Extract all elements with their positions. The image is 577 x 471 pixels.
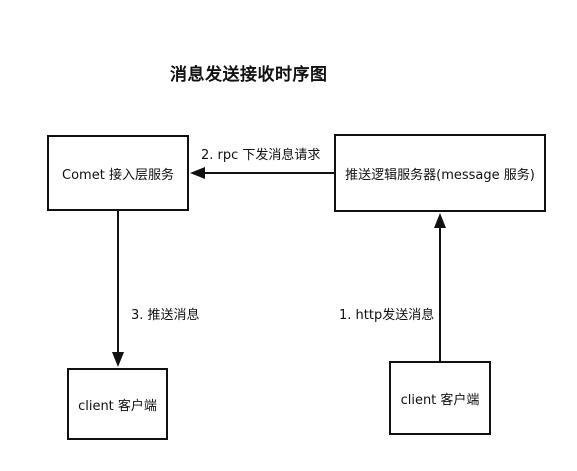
client-label-left: client 客户端 bbox=[78, 398, 157, 414]
client-box-right[interactable]: client 客户端 bbox=[389, 361, 491, 435]
http-edge-label: 1. http发送消息 bbox=[339, 308, 435, 323]
push-arrow bbox=[112, 211, 124, 367]
comet-service-box[interactable]: Comet 接入层服务 bbox=[47, 135, 189, 211]
http-arrow bbox=[434, 213, 446, 361]
rpc-edge-label: 2. rpc 下发消息请求 bbox=[201, 148, 321, 163]
push-logic-server-box[interactable]: 推送逻辑服务器(message 服务) bbox=[334, 134, 546, 212]
comet-service-label: Comet 接入层服务 bbox=[62, 167, 174, 183]
diagram-title: 消息发送接收时序图 bbox=[170, 65, 328, 85]
push-edge-label: 3. 推送消息 bbox=[131, 308, 200, 323]
rpc-arrow bbox=[190, 167, 334, 179]
client-box-left[interactable]: client 客户端 bbox=[67, 368, 168, 440]
push-logic-server-label: 推送逻辑服务器(message 服务) bbox=[345, 167, 535, 183]
client-label-right: client 客户端 bbox=[400, 392, 480, 408]
